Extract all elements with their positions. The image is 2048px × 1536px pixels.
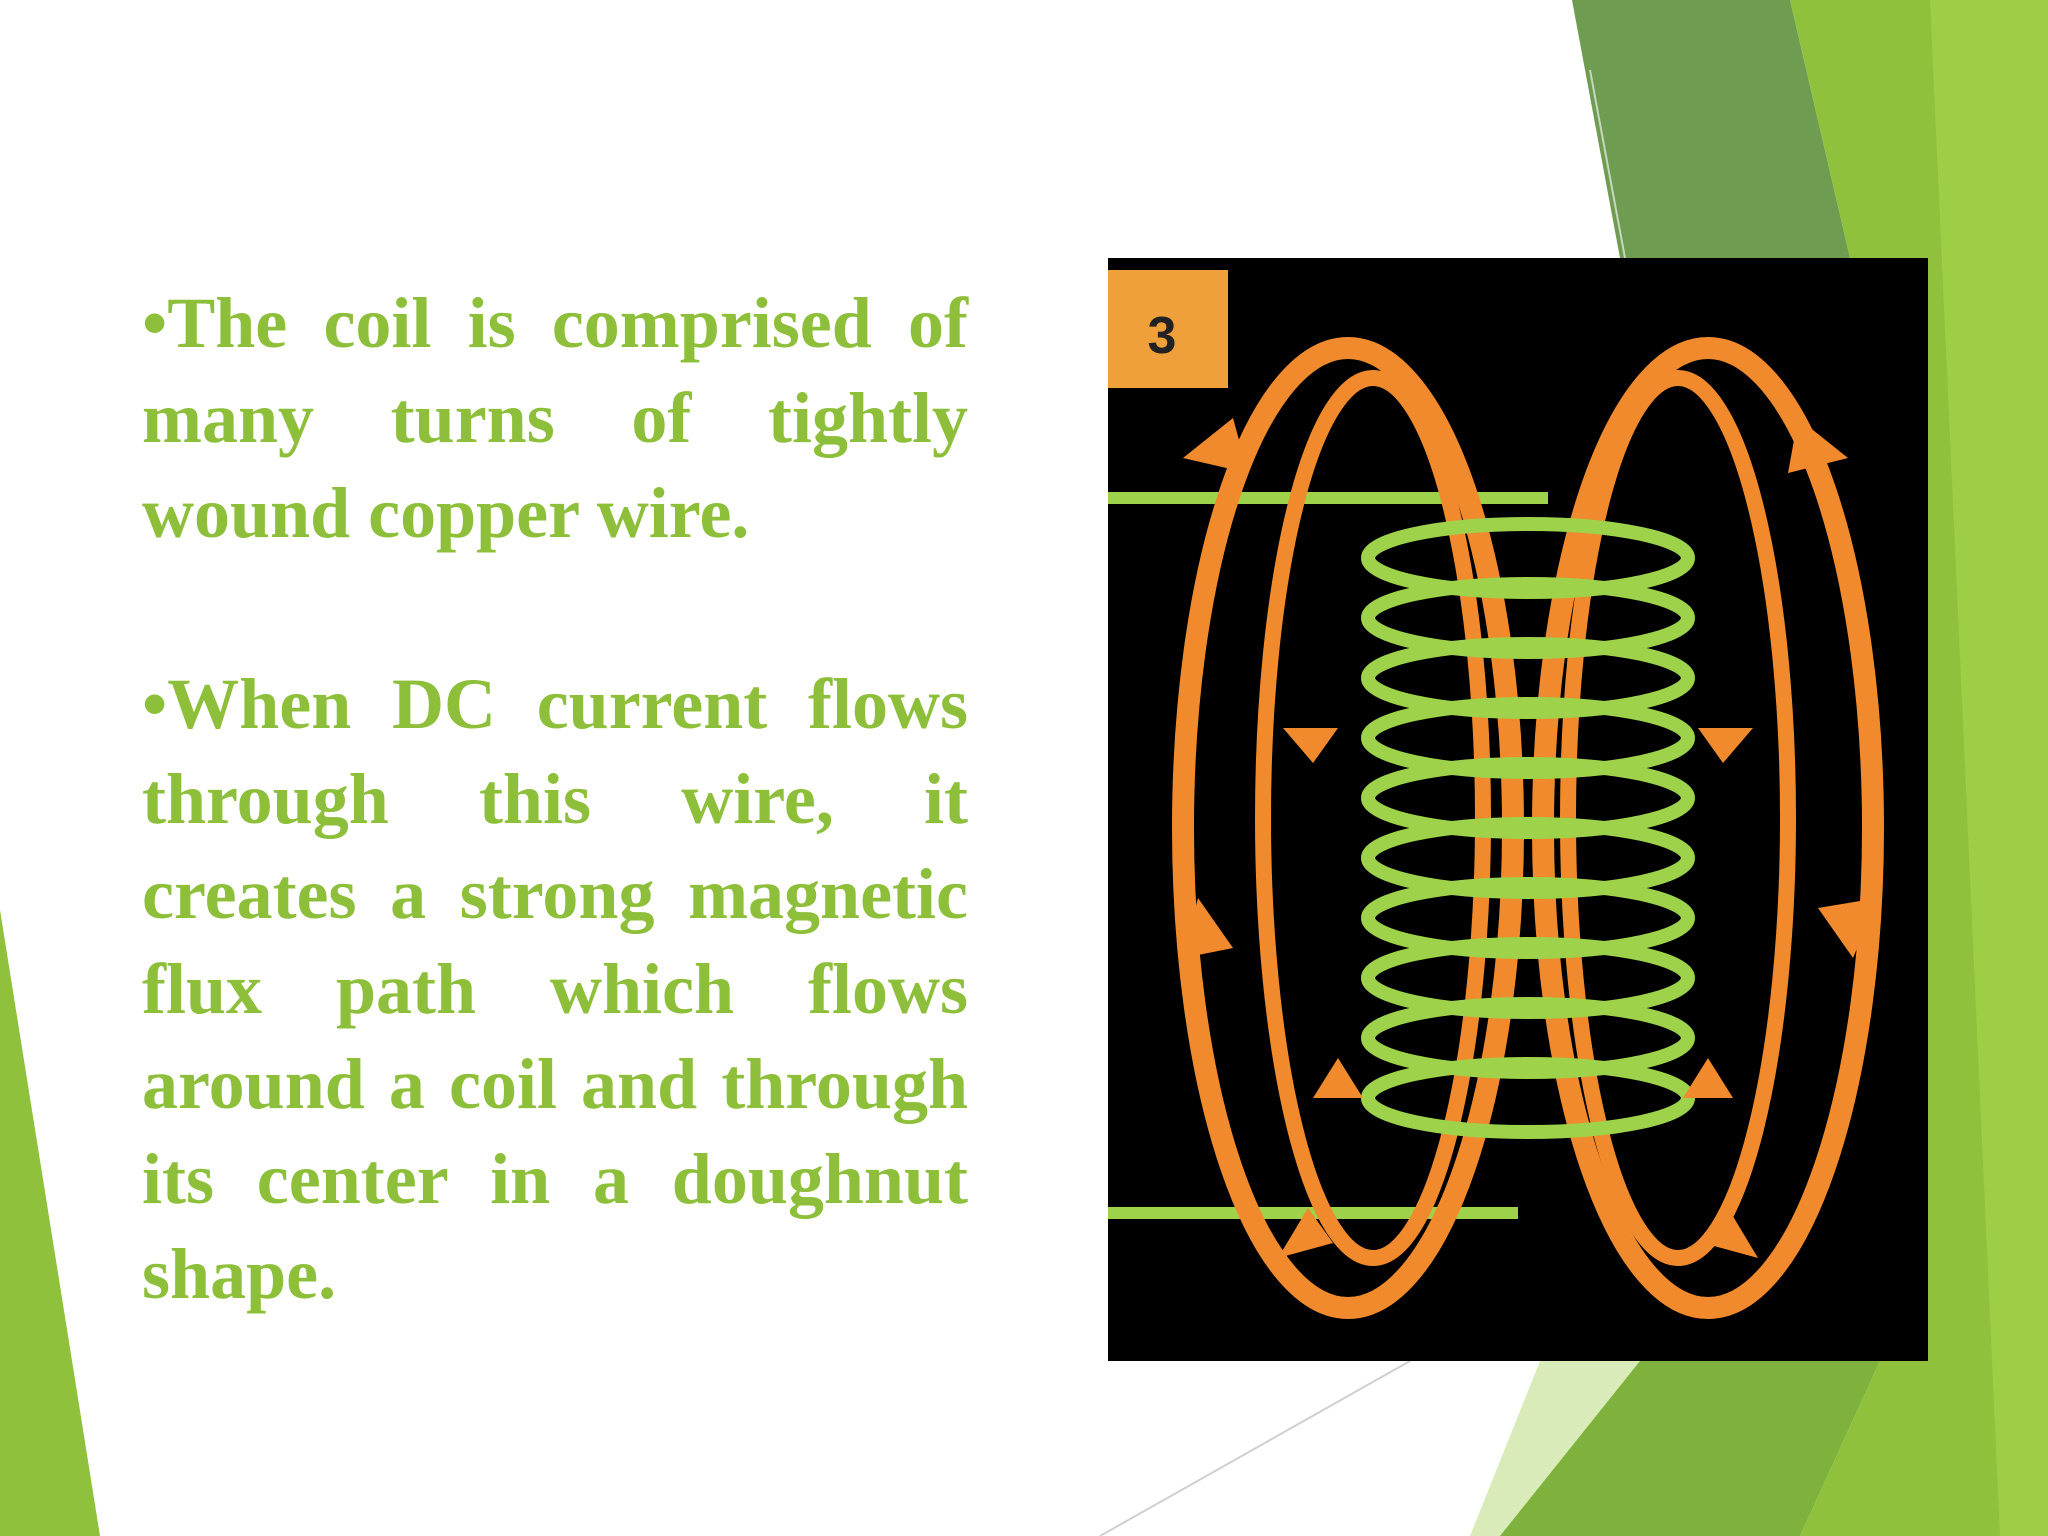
coil-turn <box>1361 757 1695 839</box>
flux-arrow <box>1698 728 1753 763</box>
coil-turn <box>1361 697 1695 779</box>
deco-bottom-right-panel <box>1800 1361 1940 1536</box>
coil-turn <box>1361 577 1695 659</box>
flux-arrows <box>1183 418 1878 1258</box>
deco-right-edge-panel <box>1930 0 2048 1536</box>
deco-bottom-pale-panel <box>1470 1361 1640 1536</box>
deco-right-dark-panel <box>1572 0 1850 258</box>
flux-arrow <box>1183 898 1233 958</box>
coil-turn <box>1361 997 1695 1079</box>
flux-arrow <box>1183 418 1248 473</box>
flux-arrow <box>1283 728 1338 763</box>
figure-badge <box>1108 270 1228 388</box>
flux-arrow <box>1703 1208 1758 1258</box>
deco-thin-line-bottom <box>1099 1360 1411 1536</box>
coil-turn <box>1361 817 1695 899</box>
coil-turn <box>1361 637 1695 719</box>
coil-turns <box>1361 517 1695 1139</box>
bullet-paragraph-coil: •The coil is comprised of many turns of … <box>142 283 968 553</box>
flux-arrow <box>1788 418 1848 473</box>
flux-arrow <box>1313 1058 1363 1098</box>
coil-turn <box>1361 517 1695 599</box>
deco-bottom-mid-panel <box>1500 1361 1880 1536</box>
coil-turn <box>1361 877 1695 959</box>
coil-turn <box>1361 937 1695 1019</box>
figure-badge-number: 3 <box>1148 307 1177 365</box>
flux-arrow <box>1683 1058 1733 1098</box>
flux-loop-left-inner <box>1255 370 1491 1266</box>
coil-flux-figure: 3 <box>1108 258 1928 1361</box>
flux-arrow <box>1278 1208 1333 1258</box>
coil-flux-diagram-icon: 3 <box>1108 270 1884 1319</box>
flux-arrow <box>1818 898 1878 958</box>
body-text: •The coil is comprised of many turns of … <box>142 276 968 1322</box>
bullet-paragraph-flux: •When DC current flows through this wire… <box>142 664 968 1314</box>
deco-left-green-panel <box>0 910 100 1536</box>
deco-thin-line <box>1589 69 1626 259</box>
